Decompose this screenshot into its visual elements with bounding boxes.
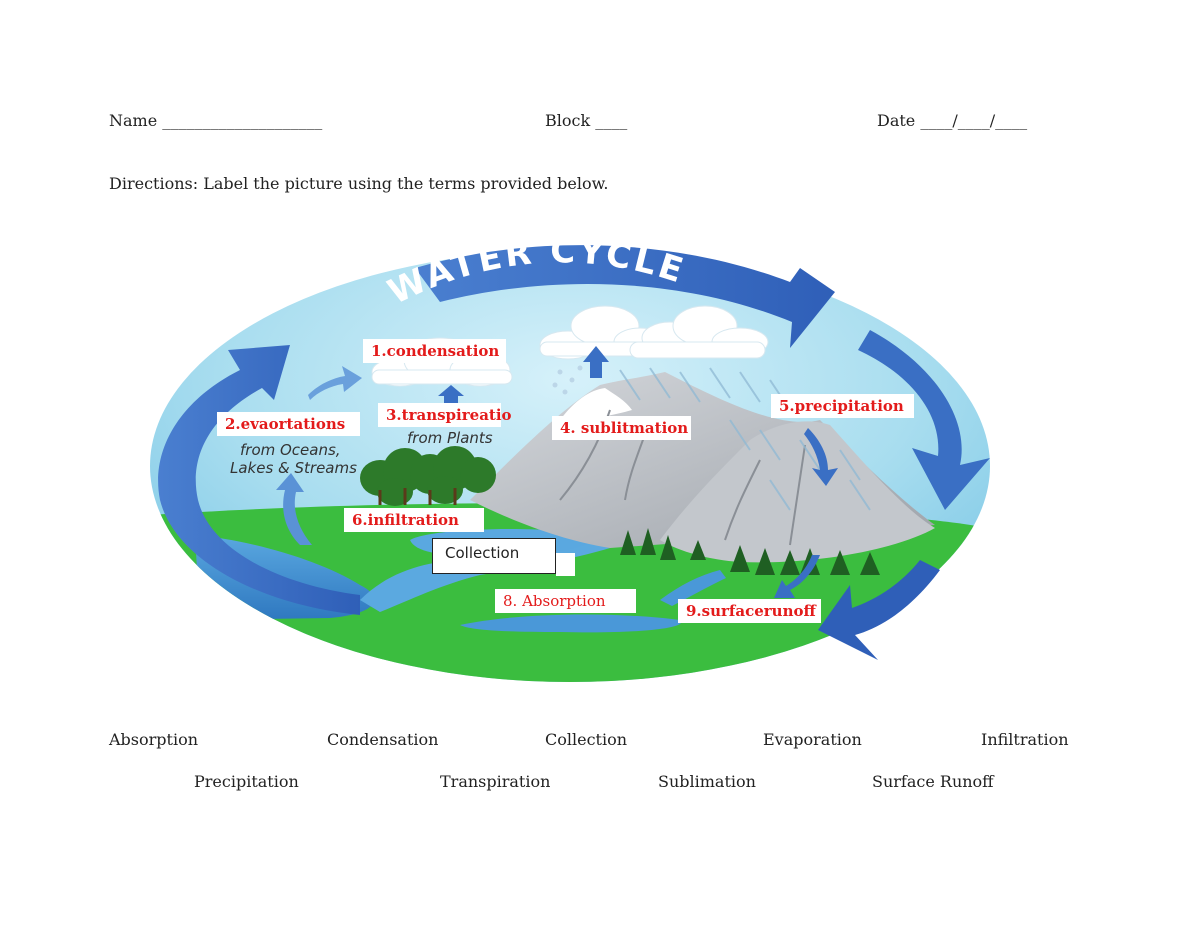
name-field[interactable]: Name ____________________	[109, 111, 323, 130]
label-precipitation[interactable]: 5.precipitation	[771, 394, 914, 418]
cycle-arrow-top	[415, 245, 835, 348]
term-evaporation: Evaporation	[763, 730, 862, 749]
evaporation-arrow	[308, 366, 362, 400]
term-infiltration: Infiltration	[981, 730, 1069, 749]
label-surface-runoff[interactable]: 9.surfacerunoff	[678, 599, 821, 623]
cycle-arrow-right	[858, 330, 990, 510]
label-infiltration[interactable]: 6.infiltration	[344, 508, 484, 532]
caption-transpiration: from Plants	[407, 429, 493, 447]
caption-evaporation-2: Lakes & Streams	[230, 459, 357, 477]
term-collection: Collection	[545, 730, 628, 749]
term-surface-runoff: Surface Runoff	[872, 772, 994, 791]
term-precipitation: Precipitation	[194, 772, 299, 791]
runoff-arrow	[774, 555, 820, 598]
term-sublimation: Sublimation	[658, 772, 756, 791]
term-transpiration: Transpiration	[440, 772, 551, 791]
label-sublimation[interactable]: 4. sublitmation	[552, 416, 691, 440]
block-field[interactable]: Block ____	[545, 111, 628, 130]
date-field[interactable]: Date ____/____/____	[877, 111, 1028, 130]
term-absorption: Absorption	[109, 730, 199, 749]
cycle-arrow-bottom-right	[818, 560, 940, 660]
sublimation-arrow	[583, 346, 609, 378]
label-evaporation[interactable]: 2.evaortations	[217, 412, 360, 436]
precipitation-arrow	[804, 428, 838, 486]
label-transpiration[interactable]: 3.transpireatio	[378, 403, 512, 427]
cycle-arrow-left	[158, 345, 360, 615]
collection-tab	[556, 553, 575, 576]
transpiration-arrow	[438, 385, 464, 405]
caption-evaporation-1: from Oceans,	[240, 441, 341, 459]
forest-left	[360, 446, 496, 506]
label-absorption[interactable]: 8. Absorption	[495, 589, 636, 613]
groundwater	[460, 614, 682, 633]
evaporation-arrow-2	[276, 473, 312, 545]
label-collection[interactable]: Collection	[432, 538, 556, 574]
clouds-precipitation	[539, 305, 769, 360]
label-condensation[interactable]: 1.condensation	[363, 339, 506, 363]
term-condensation: Condensation	[327, 730, 439, 749]
directions-text: Directions: Label the picture using the …	[109, 174, 609, 193]
